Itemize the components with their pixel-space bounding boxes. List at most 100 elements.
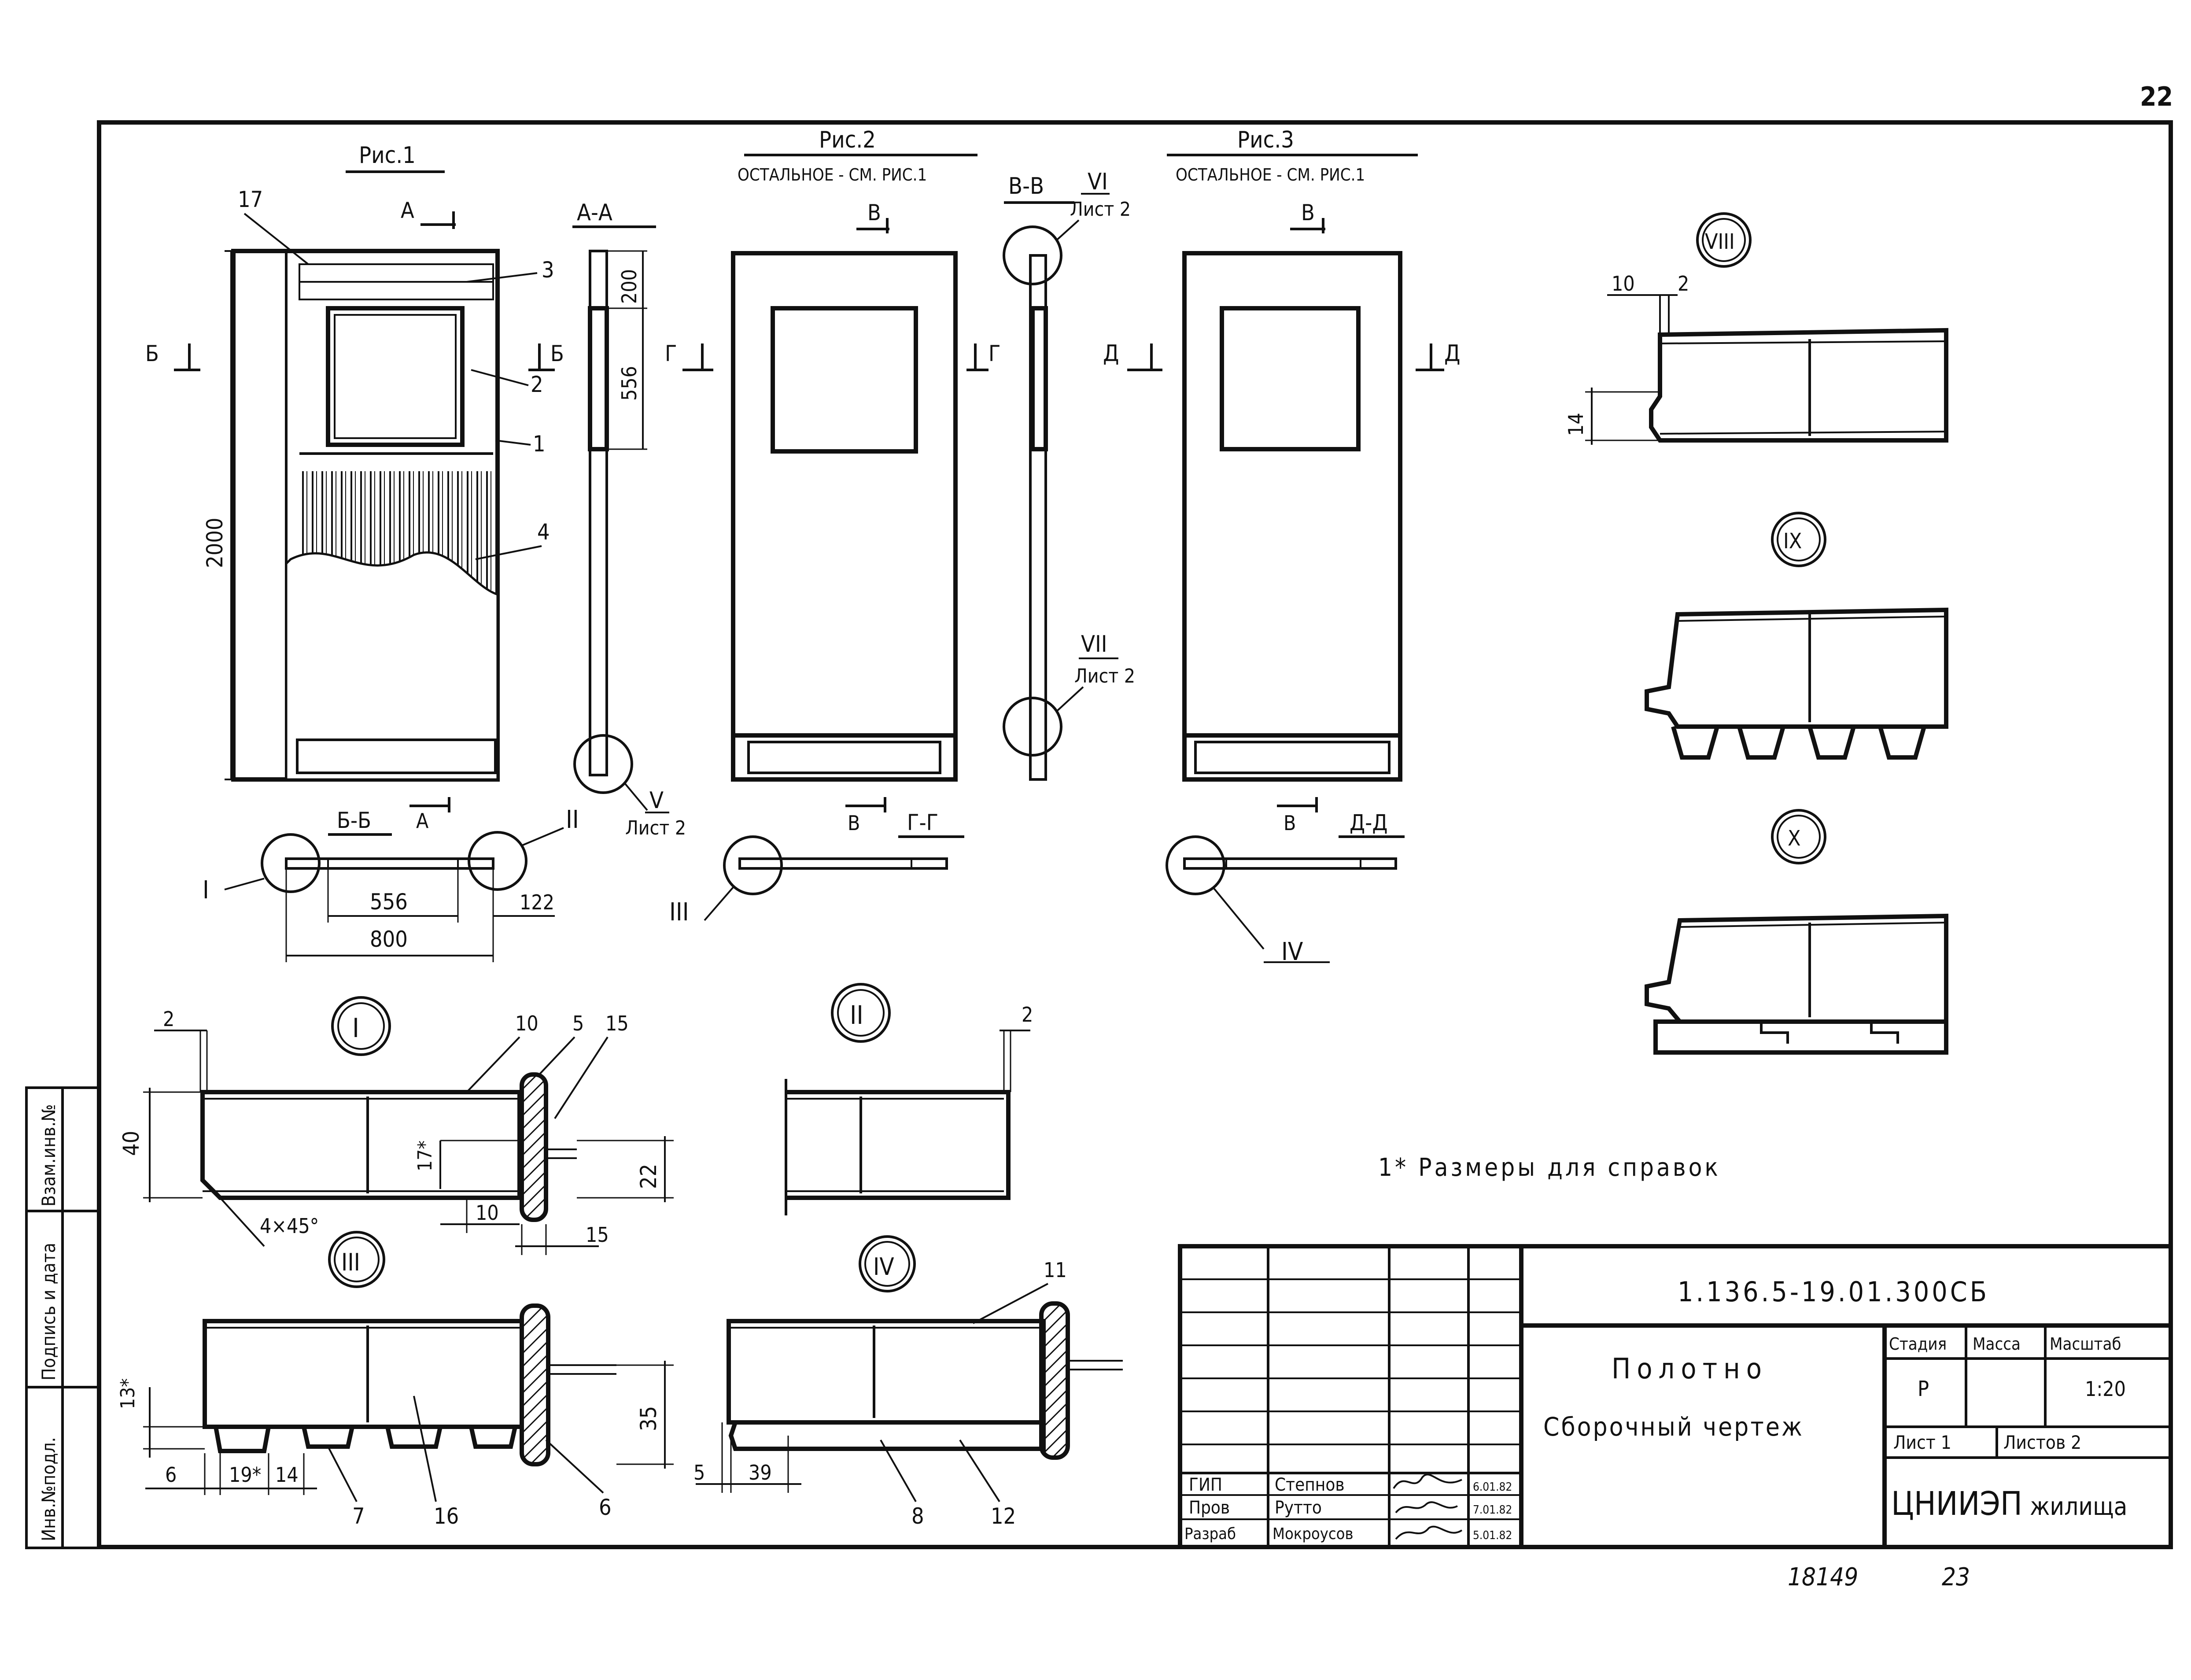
staff-role-2: Разраб xyxy=(1184,1525,1236,1543)
org-name: ЦНИИЭП xyxy=(1891,1485,2022,1523)
dim-40: 40 xyxy=(118,1131,144,1156)
section-title-dd: Д-Д xyxy=(1350,810,1388,835)
callout-vi: VI xyxy=(1088,169,1108,195)
section-aa-profile xyxy=(589,250,608,776)
stage-value: Р xyxy=(1918,1377,1929,1401)
detail-viii: VIII 10 2 14 xyxy=(1564,212,1948,445)
dim-122: 122 xyxy=(520,890,554,914)
staff-date-0: 6.01.82 xyxy=(1473,1481,1512,1494)
scale-value: 1:20 xyxy=(2085,1377,2126,1401)
staff-signature-2 xyxy=(1395,1525,1463,1540)
dim-17: 17* xyxy=(414,1141,436,1171)
stage-label: Стадия xyxy=(1889,1334,1947,1354)
frame-border xyxy=(97,120,2173,1549)
section-mark-b-right: Б xyxy=(550,341,564,366)
fig3-door xyxy=(1182,251,1402,782)
section-title-gg: Г-Г xyxy=(907,810,938,835)
dim-19: 19* xyxy=(229,1463,261,1487)
detail-i-label: I xyxy=(352,1013,359,1044)
callout-v: V xyxy=(649,787,664,814)
title-block xyxy=(1178,1244,2173,1549)
section-mark-g-left: Г xyxy=(665,341,677,366)
staff-signature-0 xyxy=(1393,1473,1462,1489)
section-mark-d-left: Д xyxy=(1103,340,1119,367)
section-mark-a-top: А xyxy=(401,198,414,223)
side-stamp-sign: Подпись и дата xyxy=(38,1243,59,1381)
side-stamp-replace: Взам.инв.№ xyxy=(38,1104,59,1207)
callout-circle-ii xyxy=(468,831,527,891)
detail-ii-label: II xyxy=(850,1000,863,1030)
pos-4: 4 xyxy=(537,519,550,545)
dim-14-viii: 14 xyxy=(1564,413,1588,436)
dim-39: 39 xyxy=(749,1461,772,1484)
section-mark-a-bottom: А xyxy=(416,809,428,833)
detail-ii: II xyxy=(785,983,1030,1215)
pos-2: 2 xyxy=(531,372,543,397)
section-title-aa: А-А xyxy=(577,199,612,226)
dim-6: 6 xyxy=(165,1463,177,1487)
side-stamp-inv: Инв.№подл. xyxy=(38,1437,59,1541)
dim-15-i: 15 xyxy=(586,1223,609,1247)
doc-code: 1.136.5-19.01.300СБ xyxy=(1678,1276,1989,1308)
callout-iii-label: III xyxy=(669,898,689,927)
section-mark-v-bottom-fig2: В xyxy=(848,811,860,835)
pos-15: 15 xyxy=(605,1012,629,1035)
staff-date-2: 5.01.82 xyxy=(1473,1529,1512,1542)
staff-name-2: Мокроусов xyxy=(1273,1525,1354,1543)
dim-2-i: 2 xyxy=(163,1007,174,1031)
detail-ix-label: IX xyxy=(1783,529,1802,554)
detail-iii: III xyxy=(203,1231,616,1466)
detail-x-label: X xyxy=(1788,826,1801,851)
footer-page: 23 xyxy=(1942,1563,1970,1591)
fig2-door xyxy=(731,251,958,782)
dim-4x45: 4×45° xyxy=(260,1214,319,1238)
dim-2-viii: 2 xyxy=(1678,272,1689,295)
staff-name-0: Степнов xyxy=(1275,1475,1345,1495)
callout-circle-iv xyxy=(1166,835,1225,895)
pos-3: 3 xyxy=(542,257,554,283)
reference-note: 1* Размеры для справок xyxy=(1378,1153,1721,1182)
detail-ix: IX xyxy=(1645,512,1948,760)
fig2-title: Рис.2 xyxy=(819,127,876,153)
pos-12: 12 xyxy=(991,1503,1016,1529)
section-gg-profile xyxy=(738,857,948,870)
detail-x: X xyxy=(1645,809,1948,1055)
detail-iv-label: IV xyxy=(873,1253,894,1281)
org-suffix: жилища xyxy=(2030,1492,2127,1521)
dim-10-i: 10 xyxy=(476,1201,499,1225)
callout-i-label: I xyxy=(203,876,209,905)
detail-i: I xyxy=(200,996,577,1222)
fig1-title: Рис.1 xyxy=(359,142,416,169)
callout-vii: VII xyxy=(1081,631,1107,657)
dim-556-h: 556 xyxy=(370,889,408,915)
section-mark-g-right: Г xyxy=(989,341,1000,366)
dim-14: 14 xyxy=(275,1463,299,1487)
pos-5: 5 xyxy=(572,1012,584,1035)
staff-role-0: ГИП xyxy=(1189,1475,1222,1495)
scale-label: Масштаб xyxy=(2050,1334,2121,1354)
section-title-vv: В-В xyxy=(1008,173,1044,199)
pos-1: 1 xyxy=(533,431,546,457)
dim-2-ii: 2 xyxy=(1022,1003,1033,1026)
detail-iv: IV xyxy=(727,1235,1123,1460)
sheets-label: Листов 2 xyxy=(2003,1432,2081,1453)
callout-circle-vi xyxy=(1003,225,1062,285)
fig1-door xyxy=(231,249,500,782)
section-dd-profile xyxy=(1183,857,1397,870)
dim-10-viii: 10 xyxy=(1612,272,1635,295)
footer-inv-number: 18149 xyxy=(1788,1563,1858,1591)
side-stamp: Инв.№подл. Подпись и дата Взам.инв.№ xyxy=(25,1086,100,1549)
staff-role-1: Пров xyxy=(1189,1498,1230,1518)
callout-circle-v xyxy=(573,734,633,794)
section-mark-v-bottom-fig3: В xyxy=(1284,811,1296,835)
fig2-note: ОСТАЛЬНОЕ - СМ. РИС.1 xyxy=(738,165,927,185)
callout-circle-i xyxy=(261,833,321,893)
dim-200: 200 xyxy=(617,269,641,304)
staff-date-1: 7.01.82 xyxy=(1473,1503,1512,1517)
detail-viii-label: VIII xyxy=(1705,229,1735,254)
pos-16: 16 xyxy=(434,1503,459,1529)
page-number: 22 xyxy=(2140,81,2173,112)
detail-iii-label: III xyxy=(341,1248,360,1276)
dim-13: 13* xyxy=(117,1378,139,1409)
